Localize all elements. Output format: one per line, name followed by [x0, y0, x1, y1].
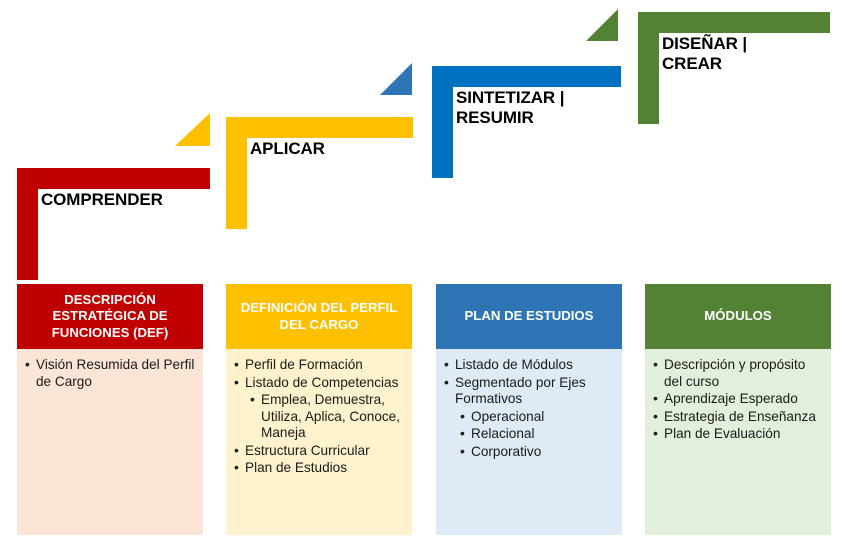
- step-disenar-top-bar: [638, 12, 830, 33]
- card-perfil-cargo-body: Perfil de Formación Listado de Competenc…: [226, 349, 412, 535]
- step-disenar-riser-triangle: [586, 9, 618, 41]
- step-aplicar-top-bar: [226, 117, 413, 138]
- step-sintetizar-top-bar: [432, 66, 621, 87]
- card-plan-estudios-body: Listado de Módulos Segmentado por Ejes F…: [436, 349, 622, 535]
- card-perfil-cargo-header: DEFINICIÓN DEL PERFIL DEL CARGO: [226, 284, 412, 349]
- step-sintetizar-resumir[interactable]: SINTETIZAR | RESUMIR: [432, 66, 621, 178]
- card-plan-estudios-header: PLAN DE ESTUDIOS: [436, 284, 622, 349]
- list-item: Descripción y propósito del curso: [651, 356, 825, 390]
- step-aplicar-riser-triangle: [175, 113, 210, 146]
- step-aplicar-side-bar: [226, 117, 247, 229]
- step-sintetizar-label: SINTETIZAR | RESUMIR: [456, 88, 565, 127]
- list-item: Aprendizaje Esperado: [651, 390, 825, 408]
- list-item: Estructura Curricular: [232, 442, 406, 460]
- card-perfil-cargo[interactable]: DEFINICIÓN DEL PERFIL DEL CARGO Perfil d…: [226, 284, 412, 535]
- card-modulos-header: MÓDULOS: [645, 284, 831, 349]
- sub-list-item: Corporativo: [457, 443, 616, 461]
- list-item: Listado de Competencias Emplea, Demuestr…: [232, 374, 406, 442]
- list-item: Perfil de Formación: [232, 356, 406, 374]
- card-perfil-cargo-list: Perfil de Formación Listado de Competenc…: [232, 356, 406, 477]
- step-sintetizar-riser-triangle: [380, 63, 412, 95]
- step-comprender[interactable]: COMPRENDER: [17, 168, 210, 280]
- card-modulos-body: Descripción y propósito del curso Aprend…: [645, 349, 831, 535]
- step-disenar-crear[interactable]: DISEÑAR | CREAR: [638, 12, 830, 124]
- list-item: Plan de Evaluación: [651, 425, 825, 443]
- step-comprender-top-bar: [17, 168, 210, 189]
- card-def-list: Visión Resumida del Perfil de Cargo: [23, 356, 197, 390]
- sub-list-item: Relacional: [457, 425, 616, 443]
- step-aplicar-label: APLICAR: [250, 139, 325, 158]
- list-item: Estrategia de Enseñanza: [651, 408, 825, 426]
- list-item: Plan de Estudios: [232, 459, 406, 477]
- list-item: Segmentado por Ejes Formativos Operacion…: [442, 374, 616, 461]
- sub-list: Emplea, Demuestra, Utiliza, Aplica, Cono…: [247, 391, 406, 442]
- card-plan-estudios[interactable]: PLAN DE ESTUDIOS Listado de Módulos Segm…: [436, 284, 622, 535]
- sub-list-item: Emplea, Demuestra, Utiliza, Aplica, Cono…: [247, 391, 406, 442]
- card-def[interactable]: DESCRIPCIÓN ESTRATÉGICA DE FUNCIONES (DE…: [17, 284, 203, 535]
- card-modulos-list: Descripción y propósito del curso Aprend…: [651, 356, 825, 443]
- step-comprender-side-bar: [17, 168, 38, 280]
- sub-list-item: Operacional: [457, 408, 616, 426]
- step-sintetizar-side-bar: [432, 66, 453, 178]
- card-def-header: DESCRIPCIÓN ESTRATÉGICA DE FUNCIONES (DE…: [17, 284, 203, 349]
- card-def-body: Visión Resumida del Perfil de Cargo: [17, 349, 203, 535]
- sub-list: Operacional Relacional Corporativo: [457, 408, 616, 461]
- step-comprender-label: COMPRENDER: [41, 190, 163, 209]
- step-disenar-label: DISEÑAR | CREAR: [662, 34, 748, 73]
- list-item: Listado de Módulos: [442, 356, 616, 374]
- card-plan-estudios-list: Listado de Módulos Segmentado por Ejes F…: [442, 356, 616, 461]
- card-modulos[interactable]: MÓDULOS Descripción y propósito del curs…: [645, 284, 831, 535]
- step-aplicar[interactable]: APLICAR: [226, 117, 413, 229]
- list-item: Visión Resumida del Perfil de Cargo: [23, 356, 197, 390]
- step-disenar-side-bar: [638, 12, 659, 124]
